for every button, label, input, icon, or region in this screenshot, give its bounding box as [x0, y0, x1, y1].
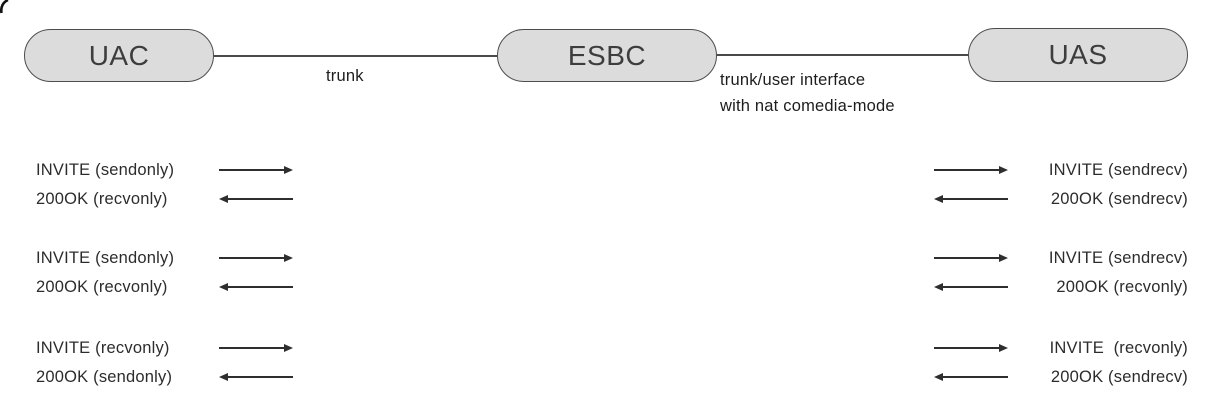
- arrow-left-icon: [219, 373, 293, 381]
- message-label: INVITE (recvonly): [1049, 338, 1188, 357]
- message-row: 200OK (sendrecv): [934, 189, 1188, 209]
- corner-artifact-mark: [0, 0, 9, 14]
- node-uac-label: UAC: [88, 39, 150, 71]
- node-esbc-label: ESBC: [567, 39, 647, 71]
- message-label: 200OK (sendrecv): [1050, 367, 1188, 386]
- link-label-line2: with nat comedia-mode: [720, 97, 895, 115]
- message-row: 200OK (recvonly): [934, 277, 1188, 297]
- message-row: INVITE (recvonly): [36, 338, 293, 358]
- message-row: INVITE (recvonly): [934, 338, 1188, 358]
- link-label-trunk: trunk: [326, 67, 364, 85]
- link-esbc-uas-line: [717, 54, 968, 56]
- message-row: INVITE (sendonly): [36, 160, 293, 180]
- message-row: 200OK (recvonly): [36, 277, 293, 297]
- message-label: 200OK (sendonly): [36, 367, 173, 386]
- node-uas: UAS: [968, 28, 1188, 82]
- message-label: INVITE (sendonly): [36, 248, 175, 267]
- arrow-right-icon: [934, 166, 1008, 174]
- message-row: 200OK (sendonly): [36, 367, 293, 387]
- message-label: INVITE (recvonly): [36, 338, 170, 357]
- message-row: 200OK (recvonly): [36, 189, 293, 209]
- arrow-left-icon: [219, 283, 293, 291]
- arrow-left-icon: [219, 195, 293, 203]
- link-label-trunk-user-interface: trunk/user interface with nat comedia-mo…: [720, 67, 895, 119]
- link-label-line1: trunk/user interface: [720, 71, 866, 89]
- message-row: INVITE (sendrecv): [934, 160, 1188, 180]
- link-uac-esbc-line: [214, 55, 497, 57]
- message-row: INVITE (sendonly): [36, 248, 293, 268]
- message-row: INVITE (sendrecv): [934, 248, 1188, 268]
- node-uac: UAC: [24, 29, 214, 82]
- arrow-right-icon: [934, 344, 1008, 352]
- message-label: INVITE (sendrecv): [1048, 248, 1188, 267]
- arrow-right-icon: [219, 166, 293, 174]
- message-label: 200OK (recvonly): [1056, 277, 1188, 296]
- arrow-left-icon: [934, 195, 1008, 203]
- node-uas-label: UAS: [1048, 39, 1108, 70]
- message-label: 200OK (recvonly): [36, 189, 168, 208]
- message-label: 200OK (recvonly): [36, 277, 168, 296]
- arrow-left-icon: [934, 283, 1008, 291]
- message-label: 200OK (sendrecv): [1050, 189, 1188, 208]
- message-label: INVITE (sendonly): [36, 160, 175, 179]
- node-esbc: ESBC: [497, 29, 717, 82]
- arrow-right-icon: [219, 254, 293, 262]
- arrow-right-icon: [934, 254, 1008, 262]
- arrow-left-icon: [934, 373, 1008, 381]
- arrow-right-icon: [219, 344, 293, 352]
- message-row: 200OK (sendrecv): [934, 367, 1188, 387]
- message-label: INVITE (sendrecv): [1048, 160, 1188, 179]
